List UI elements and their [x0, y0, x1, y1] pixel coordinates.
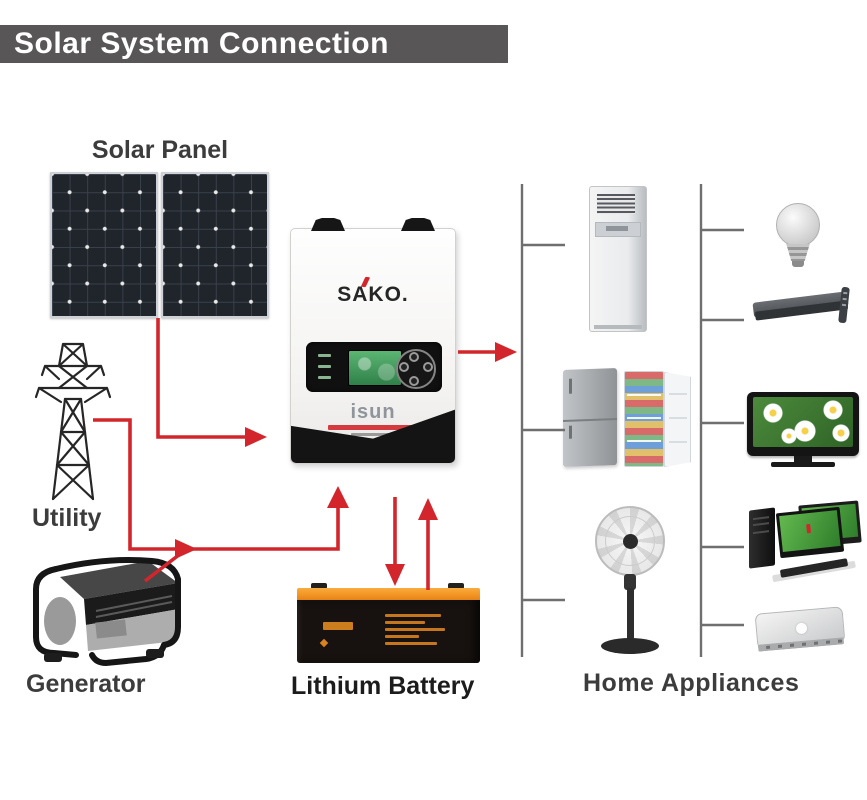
- door-shelf: [669, 393, 687, 395]
- fridge-shelf: [627, 394, 661, 396]
- refrigerator-open-image: [624, 371, 664, 467]
- utility-tower-image: [34, 342, 112, 501]
- dial-button: [399, 362, 409, 372]
- fridge-open-door: [664, 372, 691, 467]
- door-shelf: [669, 441, 687, 443]
- tv-screen: [753, 397, 853, 447]
- fan-motor: [624, 574, 636, 590]
- fan-pole: [627, 588, 634, 640]
- solar-panel-image: [161, 172, 269, 318]
- inverter-control-panel: [306, 342, 442, 392]
- mounting-bracket: [401, 218, 435, 231]
- battery-body: [297, 600, 480, 663]
- stand-fan-image: [595, 506, 665, 576]
- bulb-neck: [786, 244, 810, 261]
- utility-label: Utility: [32, 504, 102, 532]
- arrowhead: [327, 486, 349, 508]
- control-dial: [396, 349, 436, 389]
- arrowhead: [418, 498, 438, 520]
- ac-display: [606, 226, 628, 231]
- fan-cage-ring: [605, 516, 655, 566]
- fan-hub: [623, 534, 638, 549]
- home-appliances-label: Home Appliances: [583, 669, 800, 697]
- inverter-brand-logo: SAKO.: [337, 283, 409, 306]
- fridge-door-split: [563, 418, 617, 423]
- model-subtitle-bar: [351, 433, 397, 436]
- arrowhead: [245, 427, 267, 447]
- page-title: Solar System Connection: [14, 27, 389, 60]
- battery-marking: [319, 638, 329, 648]
- fridge-shelf: [627, 417, 661, 419]
- dial-button: [409, 352, 419, 362]
- battery-terminal: [311, 583, 327, 589]
- desktop-computer-image: [749, 507, 775, 569]
- inverter-image: SAKO. isun: [290, 218, 456, 464]
- battery-image: [297, 583, 480, 663]
- fridge-handle: [569, 378, 572, 394]
- battery-logo: [323, 622, 353, 630]
- tv-stand-neck: [794, 456, 812, 462]
- solar-panel-image: [50, 172, 158, 318]
- lcd-display: [348, 350, 402, 386]
- mounting-bracket: [311, 218, 345, 231]
- dial-button: [409, 376, 419, 386]
- status-led: [318, 376, 331, 379]
- refrigerator-image: [563, 368, 617, 467]
- arrowhead: [385, 564, 405, 586]
- status-led: [318, 365, 331, 368]
- led-bulb-image: [776, 203, 820, 247]
- door-shelf: [669, 417, 687, 419]
- generator-label: Generator: [26, 670, 146, 698]
- monitor-primary: [775, 506, 845, 559]
- bulb-base: [792, 261, 804, 267]
- arrow-solar-to-inverter: [156, 318, 248, 439]
- ac-base: [594, 325, 642, 329]
- fridge-handle: [569, 425, 572, 439]
- ac-display-band: [595, 222, 641, 237]
- fridge-shelf: [627, 440, 661, 442]
- dial-button: [423, 362, 433, 372]
- inverter-model-logo: isun: [350, 401, 396, 423]
- laptop-logo: [795, 622, 808, 635]
- title-bar: Solar System Connection: [0, 25, 508, 63]
- tv-stand-base: [771, 462, 835, 467]
- status-led: [318, 354, 331, 357]
- battery-spec-text: [385, 610, 463, 645]
- air-conditioner-image: [589, 186, 647, 332]
- solar-panel-label: Solar Panel: [91, 136, 229, 164]
- battery-terminal: [448, 583, 464, 589]
- generator-image: [33, 557, 181, 667]
- arrowhead: [495, 342, 517, 362]
- fan-base: [601, 638, 659, 654]
- monitor-screen: [779, 510, 841, 552]
- model-subtitle-bar: [328, 425, 420, 430]
- ac-grille: [597, 194, 635, 214]
- battery-top: [297, 588, 480, 600]
- television-image: [747, 392, 859, 467]
- lithium-battery-label: Lithium Battery: [291, 672, 475, 700]
- game-figure: [806, 523, 812, 534]
